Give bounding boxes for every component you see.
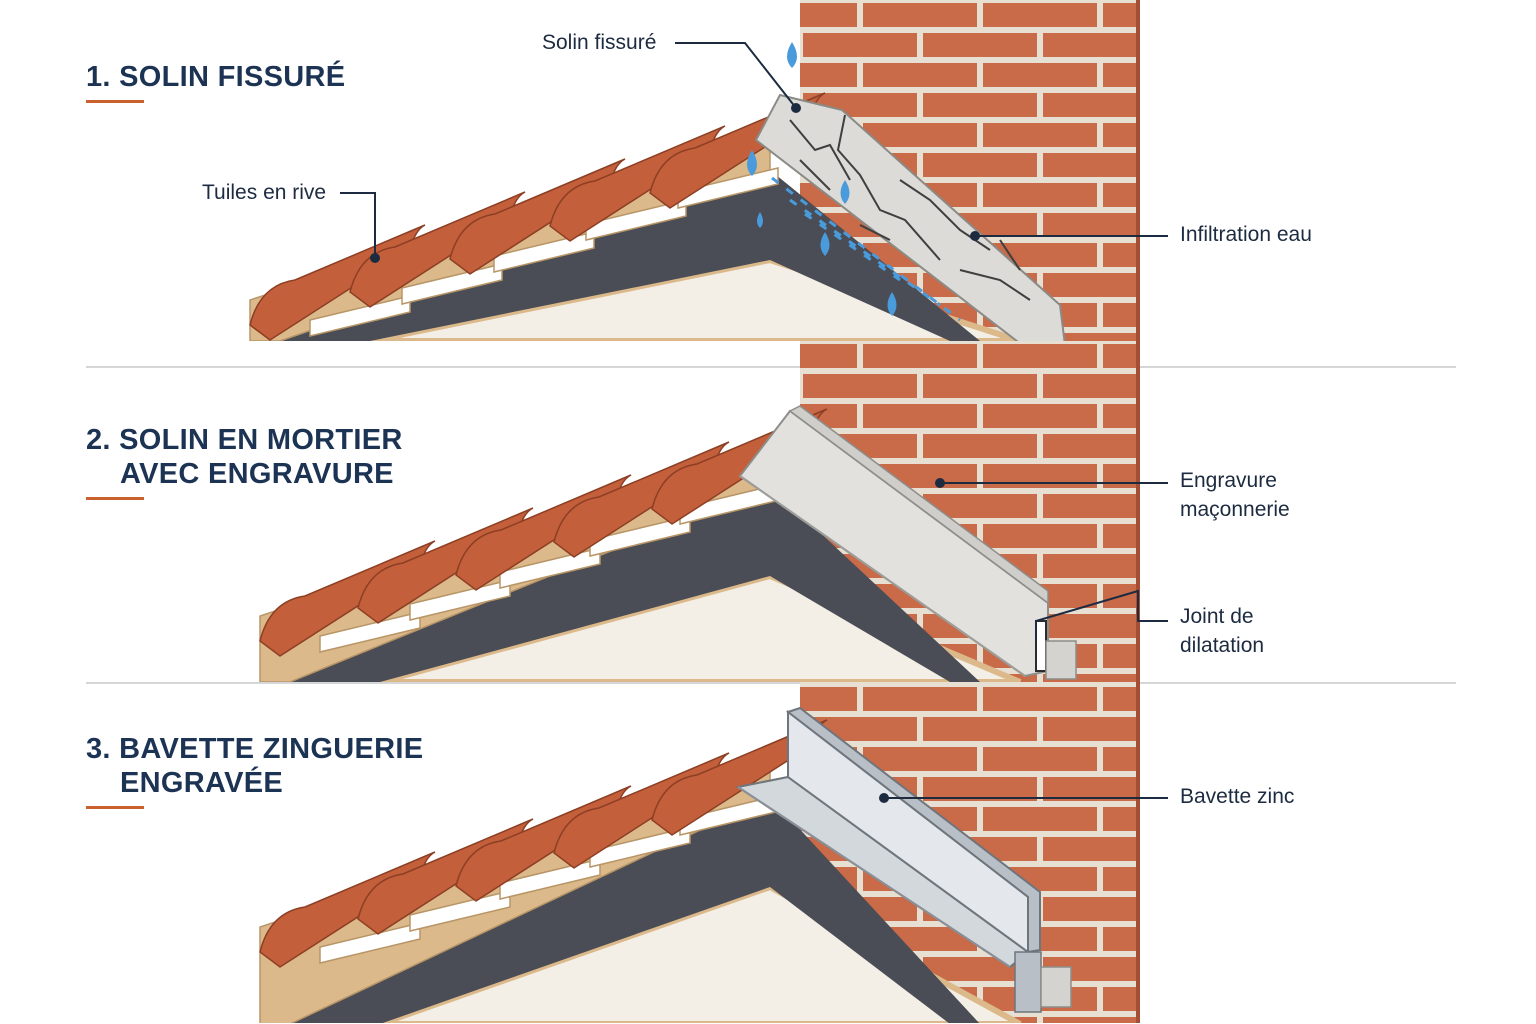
callout-dilatation: dilatation: [1180, 634, 1265, 657]
expansion-joint: [1035, 620, 1077, 680]
zinc-flashing: [735, 706, 1072, 1013]
callout-infiltration-eau: Infiltration eau: [1180, 223, 1312, 246]
callout-dot: [935, 478, 945, 488]
callout-dot: [791, 103, 801, 113]
callout-solin-fissure: Solin fissuré: [542, 31, 657, 54]
title-accent: [86, 806, 144, 809]
section-divider: [86, 682, 1456, 684]
roof-slope: [259, 408, 1022, 682]
water-drops: [747, 42, 961, 322]
panel-title-line2: ENGRAVÉE: [120, 767, 284, 799]
callout-engravure: Engravure: [1180, 469, 1277, 492]
leader-lines: [940, 482, 1168, 641]
title-accent: [86, 100, 144, 103]
callout-dot: [970, 231, 980, 241]
mortar-flashing-cracked: [754, 93, 1066, 341]
panel-title-line1: 2. SOLIN EN MORTIER: [86, 424, 403, 456]
mortar-flashing: [738, 405, 1049, 678]
roof-slope: [249, 92, 1021, 341]
roof-chimney-illustration: [249, 0, 1168, 341]
leader-lines: [340, 42, 1168, 258]
panel-title-line2: AVEC ENGRAVURE: [120, 458, 394, 490]
panel-title: 3. BAVETTE ZINGUERIE ENGRAVÉE: [86, 732, 423, 800]
panel-title-line1: 3. BAVETTE ZINGUERIE: [86, 733, 424, 765]
panel-title-line1: 1. SOLIN FISSURÉ: [86, 61, 346, 93]
roof-slope: [259, 719, 1022, 1023]
panel-title: 1. SOLIN FISSURÉ: [86, 60, 345, 94]
title-accent: [86, 497, 144, 500]
callout-joint-de: Joint de: [1180, 605, 1254, 628]
section-divider: [86, 366, 1456, 368]
callout-tuiles-en-rive: Tuiles en rive: [202, 181, 327, 204]
callout-dot: [370, 253, 380, 263]
callout-maconnerie: maçonnerie: [1180, 498, 1290, 521]
callout-dot: [879, 793, 889, 803]
panel-title: 2. SOLIN EN MORTIER AVEC ENGRAVURE: [86, 423, 403, 491]
panel-solin-mortier-engravure: 2. SOLIN EN MORTIER AVEC ENGRAVURE Engra…: [0, 341, 1536, 682]
panel-bavette-zinguerie: 3. BAVETTE ZINGUERIE ENGRAVÉE Bavette zi…: [0, 682, 1536, 1023]
roof-chimney-illustration: [259, 682, 1168, 1023]
panel-solin-fissure: 1. SOLIN FISSURÉ Solin fissuré Tuiles en…: [0, 0, 1536, 341]
roof-chimney-illustration: [259, 341, 1168, 682]
callout-bavette-zinc: Bavette zinc: [1180, 785, 1295, 808]
